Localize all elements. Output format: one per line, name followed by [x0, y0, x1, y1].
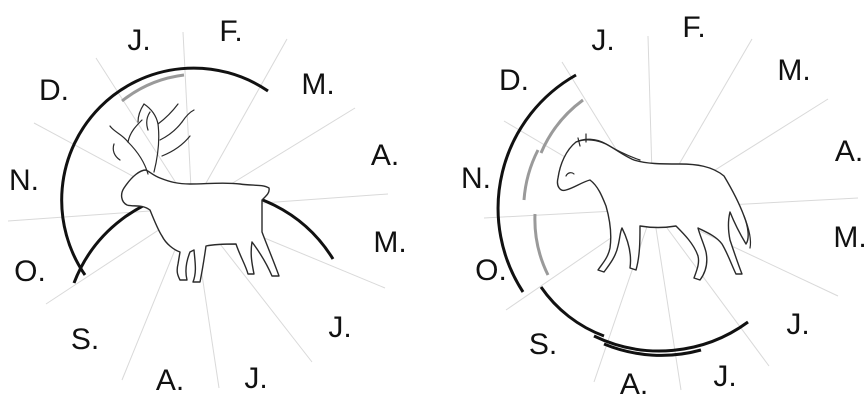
- month-label: J.: [591, 24, 614, 57]
- month-label: A.: [156, 364, 184, 397]
- month-label: N.: [461, 162, 491, 195]
- month-label: J.: [786, 308, 809, 341]
- month-label: M.: [301, 68, 334, 101]
- month-label: F.: [219, 15, 242, 48]
- month-label: J.: [713, 360, 736, 393]
- month-label: F.: [682, 11, 705, 44]
- caribou-grey-arc: [122, 75, 184, 101]
- caribou-wheel: J. F. M. A. M. J. J. A. S. O. N. D.: [8, 15, 407, 397]
- horse-icon: [557, 134, 750, 280]
- month-label: J.: [328, 311, 351, 344]
- caribou-icon: [110, 104, 279, 282]
- month-label: S.: [529, 328, 557, 361]
- month-label: M.: [777, 54, 810, 87]
- month-label: M.: [833, 221, 864, 254]
- month-label: O.: [475, 254, 507, 287]
- month-label: O.: [14, 255, 46, 288]
- month-label: S.: [71, 323, 99, 356]
- month-label: A.: [835, 135, 863, 168]
- month-label: J.: [127, 24, 150, 57]
- horse-wheel: J. F. M. A. M. J. J. A. S. O. N. D.: [461, 11, 864, 401]
- month-label: A.: [620, 368, 648, 401]
- month-label: D.: [39, 74, 69, 107]
- month-label: J.: [244, 362, 267, 395]
- month-label: M.: [373, 226, 406, 259]
- horse-grey-arc-lower: [535, 214, 548, 275]
- month-label: D.: [499, 64, 529, 97]
- month-label: A.: [371, 139, 399, 172]
- horse-grey-arc-middle: [524, 150, 538, 200]
- month-label: N.: [9, 164, 39, 197]
